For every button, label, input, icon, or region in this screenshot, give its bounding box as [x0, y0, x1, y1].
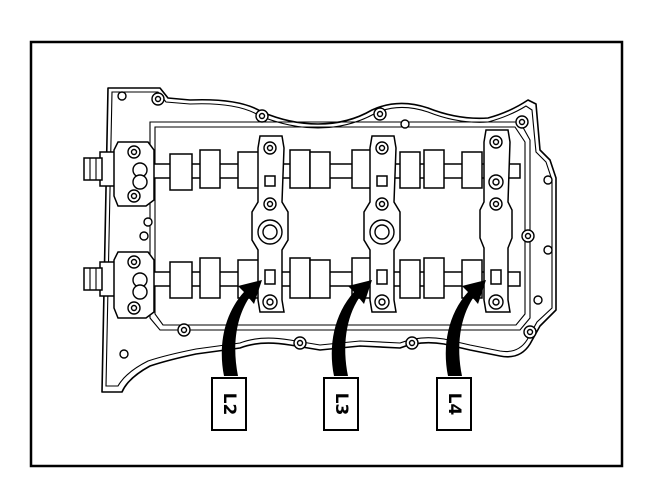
- intake-camshaft: [83, 149, 521, 191]
- label-box-l2: L2: [211, 377, 247, 431]
- front-bearing-cap-lower: [113, 251, 155, 319]
- arrow-l2: [221, 280, 262, 376]
- label-l2: L2: [219, 393, 239, 416]
- arrow-l4: [445, 280, 486, 376]
- label-box-l4: L4: [436, 377, 472, 431]
- bearing-cap-l3: [363, 135, 401, 313]
- exhaust-camshaft: [83, 257, 521, 299]
- bearing-cap-l2: [251, 135, 289, 313]
- label-l3: L3: [331, 393, 351, 416]
- front-bearing-cap-upper: [113, 141, 155, 207]
- label-box-l3: L3: [323, 377, 359, 431]
- label-l4: L4: [444, 393, 464, 416]
- perimeter-bolt-holes: [117, 91, 553, 359]
- bearing-cap-l4: [479, 129, 513, 313]
- arrow-l3: [331, 280, 372, 376]
